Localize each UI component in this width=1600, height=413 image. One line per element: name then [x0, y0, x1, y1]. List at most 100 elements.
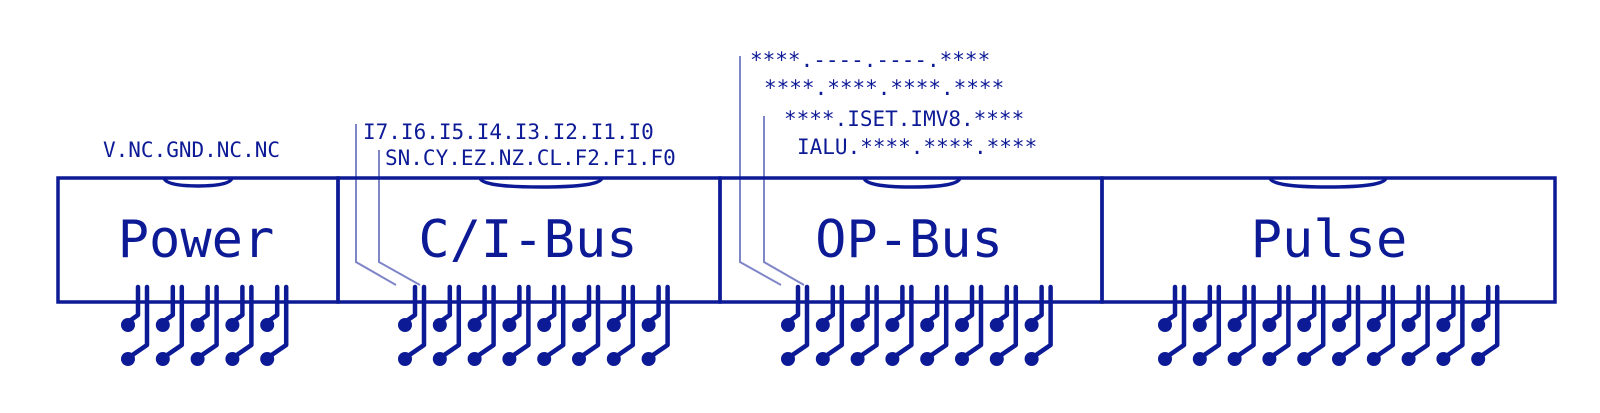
power-pin-pair [121, 284, 150, 366]
pin-solder-dot [815, 318, 830, 332]
ci-bus-pin-pair [432, 284, 462, 366]
pulse-pin-pair [1471, 284, 1500, 366]
op-leader-2 [763, 116, 805, 286]
pin-lead [855, 284, 879, 361]
pin-lead [924, 284, 949, 361]
connector-pins [121, 284, 1500, 366]
pin-solder-dot [502, 352, 517, 366]
pulse-label: Pulse [1251, 210, 1408, 270]
pulse-pin-pair [1436, 284, 1465, 366]
pin-solder-dot [1024, 318, 1039, 332]
ci-bus-pin-pair [467, 284, 496, 366]
pin-lead [959, 284, 984, 361]
op-bus-label: OP-Bus [815, 210, 1003, 270]
pulse-pin-pair [1401, 284, 1430, 366]
pin-solder-dot [885, 318, 900, 332]
pin-lead [1475, 284, 1491, 325]
pin-solder-dot [850, 352, 865, 366]
pin-lead [1197, 284, 1222, 361]
pin-lead [1336, 284, 1361, 361]
pin-lead [611, 284, 627, 325]
pin-lead [646, 284, 670, 361]
ci-leader-lower [378, 150, 421, 286]
pin-lead [402, 284, 418, 325]
pin-lead [160, 284, 176, 325]
pin-solder-dot [1262, 352, 1277, 366]
pin-solder-dot [432, 352, 447, 366]
pin-solder-dot [1158, 318, 1172, 332]
pin-solder-dot [260, 352, 275, 366]
pin-lead [1197, 284, 1213, 325]
op-bus-pin-pair [815, 284, 845, 366]
pin-solder-dot [260, 318, 275, 332]
pin-solder-dot [1192, 352, 1207, 366]
pin-lead [994, 284, 1019, 361]
pulse-pin-pair [1192, 284, 1222, 366]
ci-bus-pin-labels-lower: SN.CY.EZ.NZ.CL.F2.F1.F0 [385, 146, 676, 170]
op-bus-pin-pair [781, 284, 810, 366]
pin-lead [576, 284, 592, 325]
pulse-pin-pair [1332, 284, 1361, 366]
ci-bus-label: C/I-Bus [418, 210, 637, 270]
pin-solder-dot [537, 352, 552, 366]
op-bus-pin-pair [885, 284, 914, 366]
pin-solder-dot [989, 352, 1004, 366]
pin-lead [1267, 284, 1282, 325]
pulse-pin-pair [1158, 284, 1187, 366]
pulse-pin-pair [1297, 284, 1326, 366]
pin-lead [959, 284, 975, 325]
pin-lead [890, 284, 914, 361]
pin-lead [646, 284, 661, 325]
pin-lead [195, 284, 210, 325]
pin-solder-dot [641, 318, 656, 332]
connector-housings [56, 176, 1557, 304]
pin-lead [1162, 284, 1178, 325]
pin-lead [230, 284, 254, 361]
pin-lead [472, 284, 496, 361]
pin-solder-dot [1332, 352, 1346, 366]
pin-solder-dot [606, 352, 621, 366]
pin-solder-dot [1227, 318, 1242, 332]
pin-lead [1441, 284, 1465, 361]
pin-solder-dot [502, 318, 517, 332]
pulse-pin-pair [1227, 284, 1256, 366]
pin-lead [1301, 284, 1326, 361]
pin-solder-dot [155, 318, 170, 332]
ci-bus-key-notch [478, 177, 604, 189]
pin-lead [1441, 284, 1456, 325]
pin-lead [437, 284, 462, 361]
op-bus-pin-pair [850, 284, 879, 366]
pin-lead [1301, 284, 1317, 325]
pin-lead [507, 284, 531, 361]
ci-bus-pin-pair [641, 284, 670, 366]
pin-lead [230, 284, 245, 325]
power-pin-pair [260, 284, 289, 366]
pin-solder-dot [467, 318, 482, 332]
pin-lead [820, 284, 845, 361]
pin-solder-dot [955, 352, 969, 366]
pin-solder-dot [225, 352, 240, 366]
op-bus-pin-labels-1: ****.----.----.**** [750, 48, 990, 72]
pin-lead [1232, 284, 1256, 361]
pin-solder-dot [1158, 352, 1172, 366]
op-leader-1 [739, 56, 782, 286]
pin-lead [264, 284, 280, 325]
pin-solder-dot [398, 318, 412, 332]
power-pin-pair [190, 284, 219, 366]
pin-lead [1406, 284, 1421, 325]
power-pin-pair [225, 284, 254, 366]
pin-solder-dot [920, 352, 935, 366]
op-bus-pin-pair [920, 284, 949, 366]
pin-lead [611, 284, 636, 361]
pin-solder-dot [190, 318, 205, 332]
op-bus-pin-labels-3: ****.ISET.IMV8.**** [784, 107, 1024, 131]
pin-lead [1162, 284, 1187, 361]
pin-solder-dot [1436, 318, 1451, 332]
pin-lead [507, 284, 522, 325]
pulse-pin-pair [1366, 284, 1396, 366]
pin-lead [1336, 284, 1352, 325]
pin-lead [541, 284, 566, 361]
ci-bus-pin-pair [606, 284, 636, 366]
pin-lead [541, 284, 557, 325]
